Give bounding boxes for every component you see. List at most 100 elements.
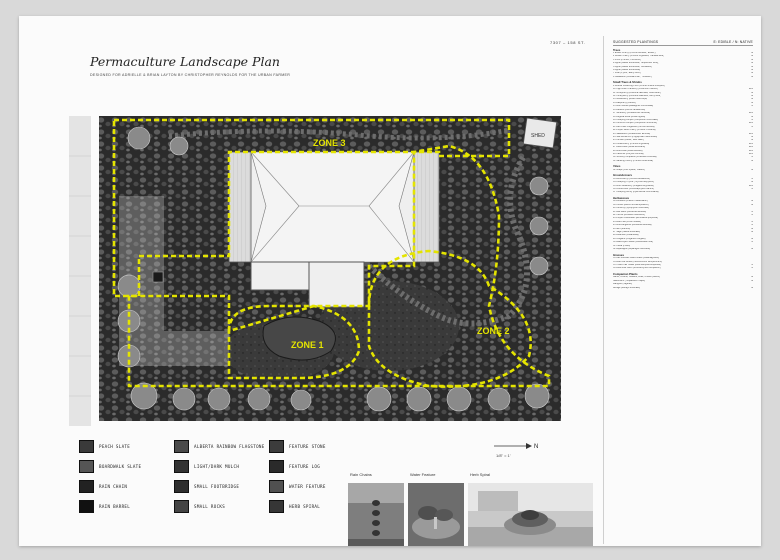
- plant-name: 2 Dream Cherry (Prunus virginiana, 'Cana…: [613, 55, 665, 58]
- peach-slate-swatch: [79, 440, 94, 453]
- plant-list-item: 10 High Bush Cranberry (Viburnum trilobu…: [613, 88, 753, 91]
- plant-code: N: [751, 241, 753, 244]
- plant-list-item: 47 Sage (Salvia officinalis)E: [613, 231, 753, 234]
- plant-list-item: 22 Purple Sand Cherry (Prunus x cistena): [613, 129, 753, 132]
- plan-sheet: Permaculture Landscape Plan DESIGNED FOR…: [19, 16, 761, 546]
- plant-code: E: [751, 65, 753, 68]
- plant-name: 19 Creeping Juniper (Juniperus horizonta…: [613, 118, 659, 121]
- photo-label-herb-spiral: Herb Spiral: [470, 472, 491, 477]
- plant-name: 8 Saskatoon (Amelanchier, 'Thiessen'): [613, 75, 653, 78]
- plant-name: 23 Saskatoon (Amelanchier alnifolia): [613, 132, 651, 135]
- stone-path: [366, 154, 530, 327]
- legend-item: BOARDWALK SLATE: [79, 460, 141, 473]
- plant-list-item: 21 Red Osier Dogwood (Cornus sericea)N: [613, 126, 753, 129]
- plant-list-item: 42 Yarrow (Achillea millefolium)N: [613, 214, 753, 217]
- plant-name: 43 Purple Coneflower (Echinacea purpurea…: [613, 217, 658, 220]
- plant-name: 52 Asparagus (Asparagus officinalis): [613, 248, 651, 251]
- rain-barrel: [152, 271, 164, 283]
- plant-list-item: Marigold (Tagetes): [613, 283, 753, 286]
- plant-list-item: Nasturtium (Tropaeolum majus)E: [613, 280, 753, 283]
- plant-list-item: 35 Wild Strawberry (Fragaria virginiana)…: [613, 185, 753, 188]
- legend-item: FEATURE STONE: [269, 440, 326, 453]
- landscape-plan-drawing: SHED: [69, 116, 561, 426]
- plant-name: 15 Wolf Willow (Elaeagnus commutata): [613, 105, 654, 108]
- plant-code: E/N: [749, 152, 753, 155]
- herb-spiral-photo: [468, 483, 593, 546]
- page-title: Permaculture Landscape Plan: [90, 54, 280, 69]
- plant-code: E: [751, 279, 753, 282]
- plant-list-item: 40 Comfrey (Symphytum officinale): [613, 207, 753, 210]
- plant-code: E/N: [749, 112, 753, 115]
- house-roof: [228, 151, 440, 308]
- plant-list-item: 45 Wild Bergamot (Monarda fistulosa)N: [613, 224, 753, 227]
- plant-list-item: 18 Rugosa Rose (Rosa rugosa)E: [613, 116, 753, 119]
- photo-label-water-feature: Water Feature: [410, 472, 436, 477]
- plant-code: N: [751, 210, 753, 213]
- plant-code: E/N: [749, 146, 753, 149]
- plant-list-item: 46 Mint (Mentha) E: [613, 228, 753, 231]
- plant-code: E: [751, 231, 753, 234]
- legend-item: RAIN CHAIN: [79, 480, 127, 493]
- column-divider: [603, 36, 604, 544]
- plant-list-item: 44 Blue Flax (Linum lewisii) N: [613, 221, 753, 224]
- water-feature-photo: [408, 483, 464, 546]
- plant-name: 46 Mint (Mentha): [613, 227, 631, 230]
- feature-log-swatch: [269, 460, 284, 473]
- plant-name: 44 Blue Flax (Linum lewisii): [613, 220, 641, 223]
- plant-list-item: 55 Tufted Hair Grass (Deschampsia cespit…: [613, 264, 753, 267]
- plant-category-heading: Vines: [613, 164, 621, 169]
- plant-list-item: 48 Lavender (Lavandula): [613, 234, 753, 237]
- plant-code: E: [751, 159, 753, 162]
- plant-code: E: [751, 181, 753, 184]
- plant-category-heading: Herbaceous: [613, 196, 630, 200]
- plant-name: 54 Blue Oat Grass (Helictotrichon semper…: [613, 260, 663, 263]
- plant-name: 21 Red Osier Dogwood (Cornus sericea): [613, 125, 655, 128]
- legend-item: RAIN BARREL: [79, 500, 130, 513]
- legend-item: WATER FEATURE: [269, 480, 326, 493]
- plant-name: 26 Chokecherry (Prunus virginiana): [613, 142, 650, 145]
- legend-item: ALBERTA RAINBOW FLAGSTONE: [174, 440, 265, 453]
- zone-3-label: ZONE 3: [313, 138, 346, 148]
- north-label: N: [534, 444, 538, 450]
- plant-code: E/N: [749, 149, 753, 152]
- plant-list-item: 19 Creeping Juniper (Juniperus horizonta…: [613, 119, 753, 122]
- plant-list-item: 13 Gooseberry (Ribes uva-crispa)E: [613, 98, 753, 101]
- plant-code: E: [751, 58, 753, 61]
- plant-code: E: [751, 286, 753, 289]
- tree-canopies: [117, 126, 550, 412]
- plant-list-item: 8 Saskatoon (Amelanchier, 'Thiessen')E: [613, 76, 753, 79]
- plant-name: 7 Pear (Pyrus, 'Early Gold'): [613, 72, 641, 75]
- plant-list-item: 24 Sea Buckthorn (Hippophae rhamnoides)E: [613, 136, 753, 139]
- plant-list-item: 41 Bee Balm (Monarda fistulosa)N: [613, 211, 753, 214]
- plant-code: E: [751, 227, 753, 230]
- plant-list-item: 37 Creeping Jenny (Lysimachia nummularia…: [613, 191, 753, 194]
- plant-name: 22 Purple Sand Cherry (Prunus x cistena): [613, 129, 656, 132]
- plant-list-item: 17 Juneberry (Amelanchier alnifolia)E/N: [613, 112, 753, 115]
- plant-code: E: [751, 237, 753, 240]
- pond: [262, 316, 336, 361]
- plant-code: E: [751, 98, 753, 101]
- plant-list-item: 15 Wolf Willow (Elaeagnus commutata) N: [613, 105, 753, 108]
- plant-code: E/N: [749, 142, 753, 145]
- plant-code: E: [751, 101, 753, 104]
- plant-list-item: 50 Black-eyed Susan (Rudbeckia hirta)N: [613, 241, 753, 244]
- plant-name: 32 Grape (Vitis riparia, 'Valiant'): [613, 168, 646, 171]
- plant-list-item: 12 Honeyberry (Lonicera caerulea, 'Berry…: [613, 95, 753, 98]
- plant-category-heading: Grasses: [613, 252, 625, 257]
- address-label: 7307 – 158 ST.: [550, 40, 586, 45]
- plant-list-item: 9 Double Flowering Plum (Prunus triloba …: [613, 85, 753, 88]
- plant-code: E: [751, 276, 753, 279]
- plant-code: E: [751, 200, 753, 203]
- plant-name: 3 Plum (Prunus, 'Pembina'): [613, 58, 641, 61]
- plant-list-item: 14 Raspberry (Rubus)E: [613, 102, 753, 105]
- plant-code: N: [751, 105, 753, 108]
- plant-category-heading: Trees: [613, 47, 621, 52]
- plant-category-heading: Companion Plants: [613, 271, 638, 276]
- plant-name: 33 Bunchberry (Cornus canadensis): [613, 177, 650, 180]
- plant-list-item: 49 Oregano (Origanum vulgare)E: [613, 238, 753, 241]
- plant-name: 10 High Bush Cranberry (Viburnum trilobu…: [613, 88, 659, 91]
- plant-name: 31 Nanking Cherry (Prunus tomentosa): [613, 159, 653, 162]
- photo-label-rain-chains: Rain Chains: [350, 472, 372, 477]
- plant-code: N: [751, 224, 753, 227]
